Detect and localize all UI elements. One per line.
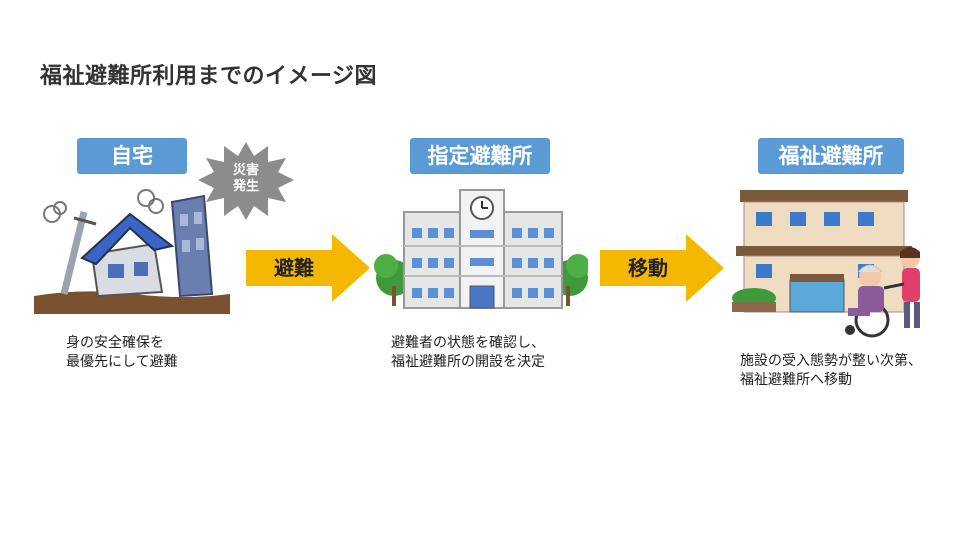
step-desc-designated-line-1: 避難者の状態を確認し、 <box>391 335 545 351</box>
burst-line-1: 災害 <box>232 163 259 178</box>
step-desc-welfare-shelter: 施設の受入態勢が整い次第、 福祉避難所へ移動 <box>740 352 922 390</box>
disaster-burst-icon <box>198 142 294 220</box>
step-label-designated-shelter: 指定避難所 <box>410 138 550 174</box>
step-label-home: 自宅 <box>77 138 187 174</box>
arrow-move-label: 移動 <box>628 256 668 280</box>
arrow-move <box>600 234 724 302</box>
step-desc-home-line-1: 身の安全確保を <box>66 335 164 351</box>
step-desc-designated-shelter: 避難者の状態を確認し、 福祉避難所の開設を決定 <box>391 334 545 372</box>
school-building-illustration <box>374 189 588 309</box>
step-desc-home: 身の安全確保を 最優先にして避難 <box>66 334 178 372</box>
damaged-house-illustration <box>34 189 230 314</box>
step-desc-welfare-line-2: 福祉避難所へ移動 <box>740 372 852 388</box>
welfare-facility-illustration <box>732 190 920 338</box>
burst-line-2: 発生 <box>232 179 259 194</box>
burst-text: 災害 発生 <box>226 163 266 195</box>
step-desc-home-line-2: 最優先にして避難 <box>66 354 178 370</box>
page-title: 福祉避難所利用までのイメージ図 <box>40 64 378 89</box>
arrow-evacuate-label: 避難 <box>274 256 314 280</box>
step-desc-welfare-line-1: 施設の受入態勢が整い次第、 <box>740 353 922 369</box>
step-label-welfare-shelter: 福祉避難所 <box>758 138 904 174</box>
arrow-evacuate <box>246 234 370 302</box>
step-desc-designated-line-2: 福祉避難所の開設を決定 <box>391 354 545 370</box>
